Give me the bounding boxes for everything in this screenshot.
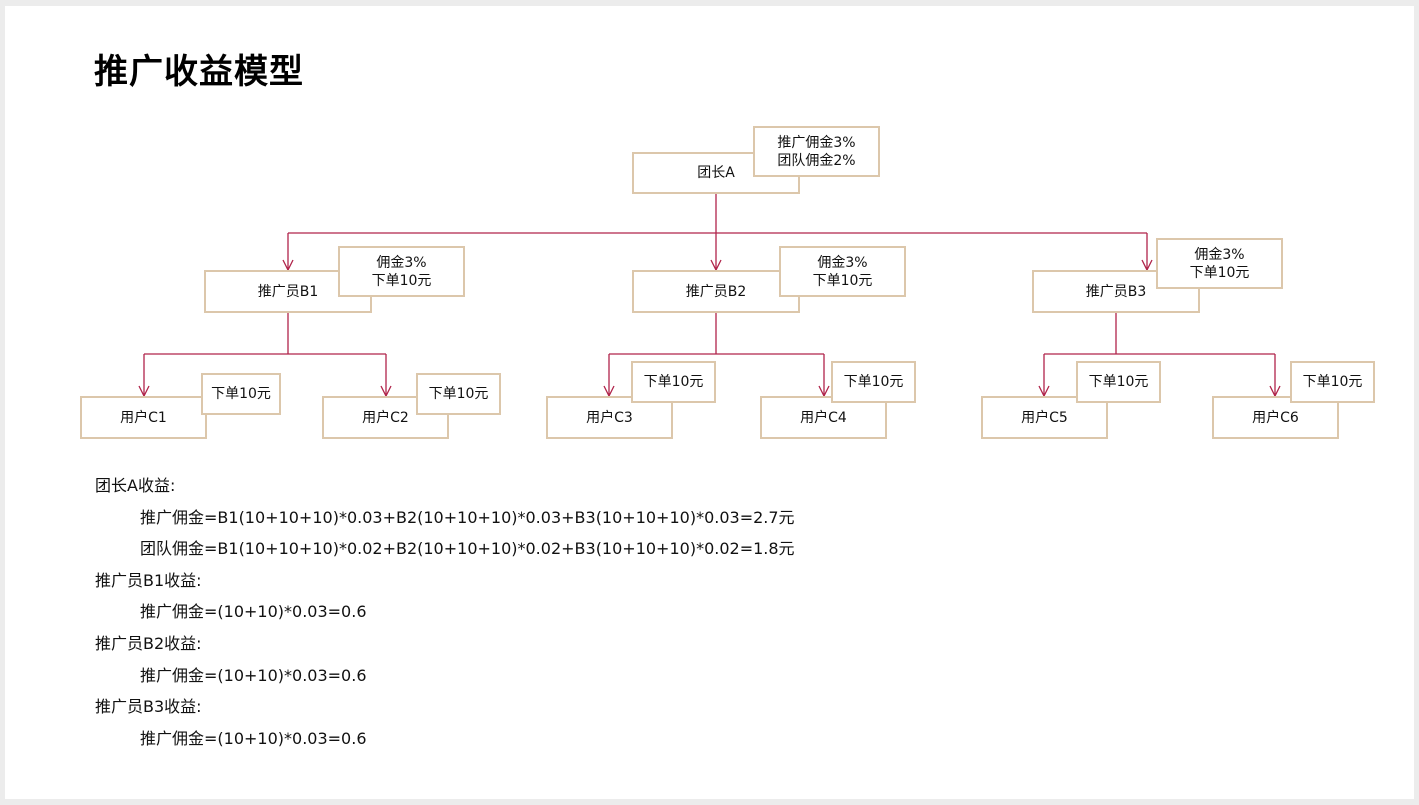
note-leader-a: 推广佣金3% 团队佣金2% <box>753 126 880 177</box>
node-label: 推广员B2 <box>685 283 747 300</box>
note-line: 下单10元 <box>1302 374 1363 390</box>
note-promoter-b3: 佣金3% 下单10元 <box>1156 238 1283 289</box>
income-formula: 推广佣金=B1(10+10+10)*0.03+B2(10+10+10)*0.03… <box>140 507 795 527</box>
note-line: 团队佣金2% <box>777 152 856 169</box>
income-heading-promoter-b1: 推广员B1收益: <box>95 570 202 590</box>
income-formula: 推广佣金=(10+10)*0.03=0.6 <box>140 602 367 622</box>
note-promoter-b1: 佣金3% 下单10元 <box>338 246 465 297</box>
note-line: 下单10元 <box>371 272 432 289</box>
node-label: 用户C3 <box>586 409 633 426</box>
node-label: 用户C4 <box>800 409 847 426</box>
income-formula: 推广佣金=(10+10)*0.03=0.6 <box>140 665 367 685</box>
node-label: 用户C6 <box>1252 409 1299 426</box>
note-user-c3: 下单10元 <box>631 361 716 403</box>
connector-edges <box>5 194 1414 799</box>
income-formula: 推广佣金=(10+10)*0.03=0.6 <box>140 728 367 748</box>
node-label: 推广员B1 <box>257 283 319 300</box>
note-line: 下单10元 <box>843 374 904 390</box>
note-line: 佣金3% <box>817 254 868 271</box>
node-label: 团长A <box>697 165 735 181</box>
note-line: 下单10元 <box>1189 264 1250 281</box>
node-user-c6[interactable]: 用户C6 <box>1212 396 1339 439</box>
income-heading-promoter-b2: 推广员B2收益: <box>95 633 202 653</box>
note-line: 下单10元 <box>428 386 489 402</box>
node-label: 推广员B3 <box>1085 283 1147 300</box>
note-user-c4: 下单10元 <box>831 361 916 403</box>
note-line: 下单10元 <box>211 386 271 402</box>
node-label: 用户C2 <box>362 409 409 426</box>
note-user-c1: 下单10元 <box>201 373 281 415</box>
note-line: 下单10元 <box>812 272 873 289</box>
income-breakdown: 团长A收益: 推广佣金=B1(10+10+10)*0.03+B2(10+10+1… <box>95 470 795 754</box>
note-line: 推广佣金3% <box>777 134 856 151</box>
node-user-c1[interactable]: 用户C1 <box>80 396 207 439</box>
income-formula: 团队佣金=B1(10+10+10)*0.02+B2(10+10+10)*0.02… <box>140 539 795 559</box>
note-line: 佣金3% <box>1194 246 1245 263</box>
note-user-c6: 下单10元 <box>1290 361 1375 403</box>
node-label: 用户C1 <box>120 409 167 426</box>
note-user-c2: 下单10元 <box>416 373 501 415</box>
note-line: 下单10元 <box>1088 374 1149 390</box>
node-user-c4[interactable]: 用户C4 <box>760 396 887 439</box>
node-promoter-b2[interactable]: 推广员B2 <box>632 270 800 313</box>
canvas: 推广收益模型 <box>5 6 1414 799</box>
note-line: 下单10元 <box>643 374 704 390</box>
page-title: 推广收益模型 <box>94 52 304 92</box>
income-heading-promoter-b3: 推广员B3收益: <box>95 697 202 717</box>
note-user-c5: 下单10元 <box>1076 361 1161 403</box>
node-leader-a[interactable]: 团长A <box>632 152 800 194</box>
node-user-c5[interactable]: 用户C5 <box>981 396 1108 439</box>
node-user-c3[interactable]: 用户C3 <box>546 396 673 439</box>
income-heading-leader-a: 团长A收益: <box>95 476 176 495</box>
node-label: 用户C5 <box>1021 409 1068 426</box>
node-promoter-b3[interactable]: 推广员B3 <box>1032 270 1200 313</box>
note-promoter-b2: 佣金3% 下单10元 <box>779 246 906 297</box>
note-line: 佣金3% <box>376 254 427 271</box>
